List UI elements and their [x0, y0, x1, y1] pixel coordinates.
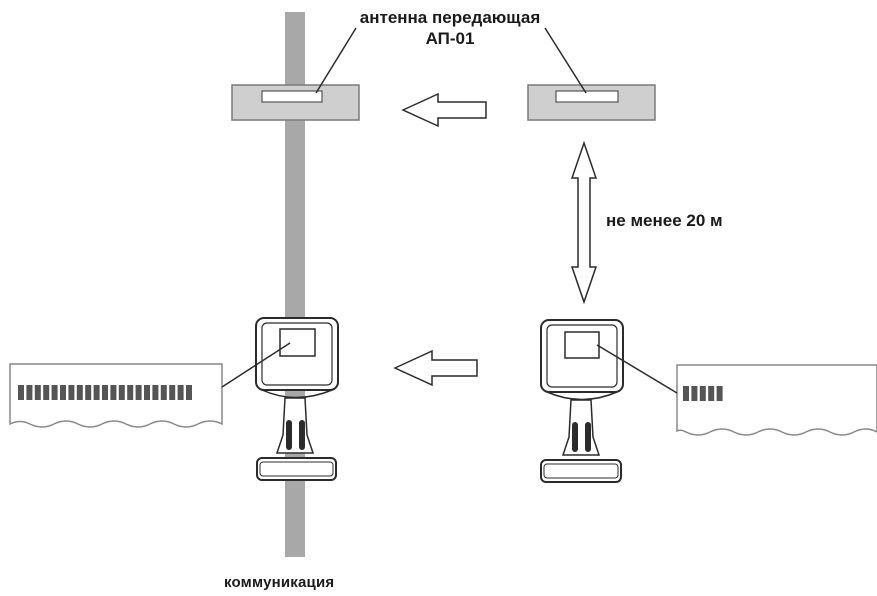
receiver-reference [540, 319, 624, 483]
signal-segment [699, 386, 706, 401]
distance-arrow [570, 140, 598, 305]
signal-segment [26, 385, 33, 400]
signal-segment [177, 385, 184, 400]
signal-segment [691, 386, 698, 401]
signal-segment [152, 385, 159, 400]
signal-segment [76, 385, 83, 400]
signal-segment [34, 385, 41, 400]
signal-segment [43, 385, 50, 400]
antenna-leader-right [544, 27, 587, 94]
signal-segment [18, 385, 24, 400]
signal-segment [68, 385, 75, 400]
signal-segment [160, 385, 167, 400]
distance-label: не менее 20 м [606, 211, 723, 230]
antenna-on-pipe [231, 84, 360, 121]
callout-leader-right [596, 344, 678, 394]
receiver-screen [564, 331, 600, 359]
signal-segment [186, 385, 192, 400]
receiver-screen [279, 328, 316, 357]
antenna-model-label: АП-01 [425, 29, 475, 48]
display-callout-left [9, 363, 223, 428]
callout-leader-left [221, 342, 291, 388]
signal-segment [85, 385, 92, 400]
pipe-label: коммуникация [224, 574, 335, 591]
signal-segment [135, 385, 142, 400]
antenna-title-label: антенна передающая [359, 8, 541, 27]
signal-segment [118, 385, 125, 400]
signal-segment [708, 386, 715, 401]
signal-segment [683, 386, 689, 401]
signal-bars-right [683, 386, 723, 401]
signal-segment [102, 385, 108, 400]
signal-segment [51, 385, 58, 400]
signal-bars-left [18, 385, 192, 400]
display-callout-right [676, 364, 877, 436]
signal-segment [144, 385, 150, 400]
signal-segment [110, 385, 117, 400]
signal-segment [716, 386, 723, 401]
signal-segment [127, 385, 134, 400]
antenna-leader-left [315, 27, 357, 94]
move-arrow-receiver [393, 349, 478, 387]
receiver-on-pipe [255, 317, 339, 481]
signal-segment [93, 385, 100, 400]
signal-segment [169, 385, 176, 400]
move-arrow-top [401, 92, 487, 128]
signal-segment [60, 385, 66, 400]
antenna-reference [527, 84, 656, 121]
